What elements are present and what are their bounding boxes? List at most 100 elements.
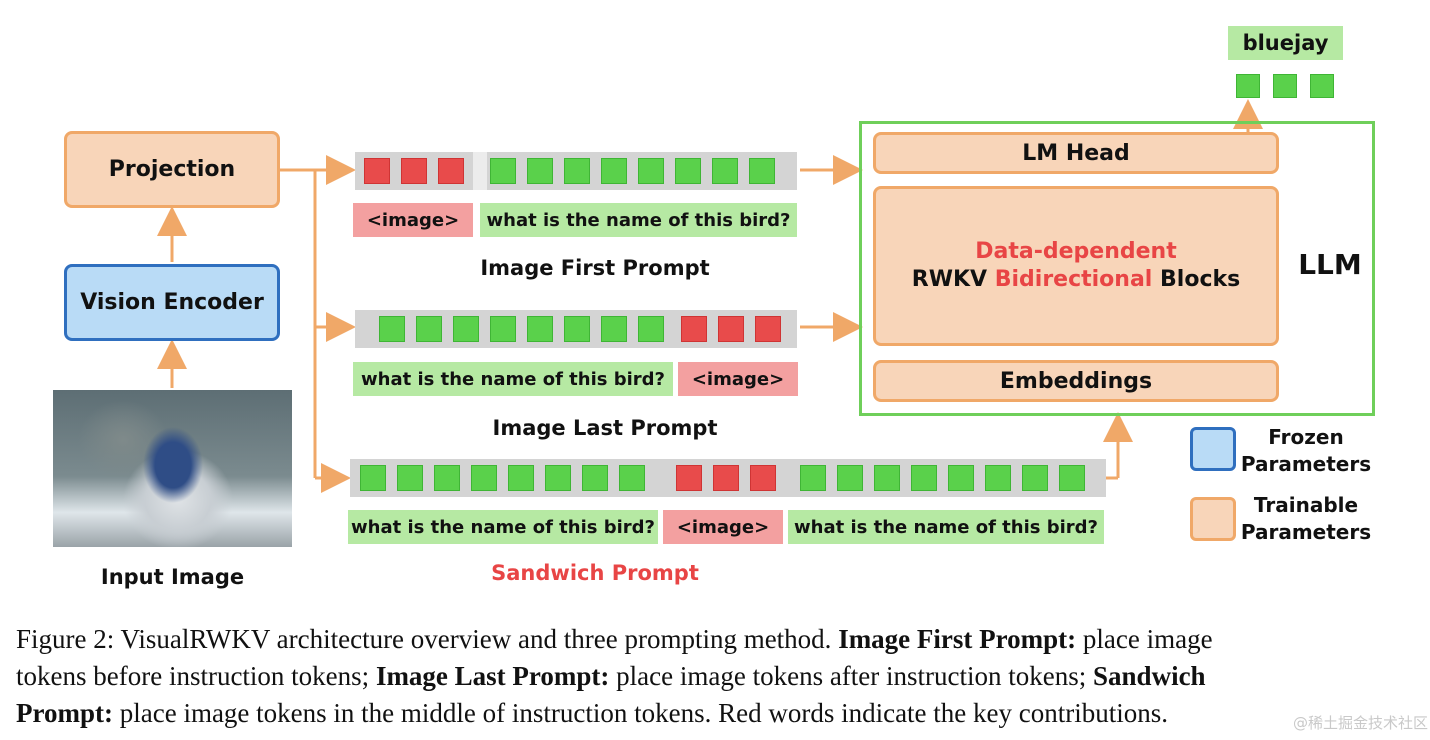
text-token: [545, 465, 571, 491]
blocks-word: Blocks: [1160, 267, 1241, 292]
output-token: [1236, 74, 1260, 98]
image-token: [681, 316, 707, 342]
data-dependent-label: Data-dependent: [975, 239, 1177, 264]
image-first-image-label: <image>: [353, 203, 473, 237]
text-token: [527, 316, 553, 342]
text-token: [800, 465, 826, 491]
image-first-instruction-label: what is the name of this bird?: [480, 203, 797, 237]
image-token: [364, 158, 390, 184]
image-first-prompt-title: Image First Prompt: [480, 256, 710, 280]
trainable-legend-line2: Parameters: [1240, 520, 1372, 544]
caption-line-1: Figure 2: VisualRWKV architecture overvi…: [16, 624, 1213, 655]
image-token: [401, 158, 427, 184]
llm-label: LLM: [1298, 248, 1362, 281]
bird-photo: [53, 390, 292, 547]
rwkv-word: RWKV: [911, 267, 988, 292]
projection-box: Projection: [64, 131, 280, 208]
caption-prefix: Figure 2: VisualRWKV architecture overvi…: [16, 624, 832, 654]
text-token: [564, 316, 590, 342]
text-token: [416, 316, 442, 342]
text-token: [1022, 465, 1048, 491]
vision-encoder-box: Vision Encoder: [64, 264, 280, 341]
text-token: [601, 316, 627, 342]
token-gap: [473, 152, 487, 190]
image-token: [718, 316, 744, 342]
output-token-row: [1236, 74, 1336, 98]
sandwich-token-strip: [350, 459, 1106, 497]
image-token: [438, 158, 464, 184]
trainable-legend-line1: Trainable: [1253, 493, 1359, 517]
text-token: [675, 158, 701, 184]
text-token: [360, 465, 386, 491]
frozen-legend-swatch: [1190, 427, 1236, 471]
image-last-image-label: <image>: [678, 362, 798, 396]
caption-sandwich-term-a: Sandwich: [1093, 661, 1206, 691]
caption-image-last-term: Image Last Prompt:: [375, 661, 610, 691]
text-token: [874, 465, 900, 491]
text-token: [453, 316, 479, 342]
text-token: [638, 316, 664, 342]
text-token: [527, 158, 553, 184]
text-token: [1059, 465, 1085, 491]
caption-image-first-desc: place image: [1082, 624, 1213, 654]
caption-line-2: tokens before instruction tokens; Image …: [16, 661, 1206, 692]
text-token: [985, 465, 1011, 491]
text-token: [837, 465, 863, 491]
sandwich-prompt-title: Sandwich Prompt: [491, 561, 699, 585]
text-token: [434, 465, 460, 491]
lm-head-box: LM Head: [873, 132, 1279, 174]
rwkv-blocks-label: RWKV Bidirectional Blocks: [912, 266, 1240, 294]
caption-line-3: Prompt: place image tokens in the middle…: [16, 698, 1168, 729]
text-token: [379, 316, 405, 342]
caption-sandwich-desc: place image tokens in the middle of inst…: [119, 698, 1169, 728]
embeddings-box: Embeddings: [873, 360, 1279, 402]
text-token: [619, 465, 645, 491]
vision-encoder-label: Vision Encoder: [80, 290, 264, 315]
rwkv-blocks-box: Data-dependent RWKV Bidirectional Blocks: [873, 186, 1279, 346]
image-token: [750, 465, 776, 491]
frozen-legend-line2: Parameters: [1240, 452, 1372, 476]
image-first-token-strip: [355, 152, 797, 190]
text-token: [749, 158, 775, 184]
watermark: @稀土掘金技术社区: [1292, 714, 1428, 732]
trainable-legend-label: Trainable Parameters: [1240, 492, 1372, 546]
frozen-legend-label: Frozen Parameters: [1240, 424, 1372, 478]
input-image-label: Input Image: [100, 565, 245, 589]
sandwich-image-label: <image>: [663, 510, 783, 544]
image-token: [676, 465, 702, 491]
image-last-token-strip: [355, 310, 797, 348]
projection-label: Projection: [108, 157, 236, 182]
bidirectional-word: Bidirectional: [994, 267, 1153, 292]
text-token: [638, 158, 664, 184]
lm-head-label: LM Head: [1022, 140, 1130, 166]
text-token: [712, 158, 738, 184]
text-token: [490, 158, 516, 184]
frozen-legend-line1: Frozen: [1268, 425, 1344, 449]
output-word-label: bluejay: [1228, 26, 1343, 60]
text-token: [582, 465, 608, 491]
text-token: [397, 465, 423, 491]
image-last-prompt-title: Image Last Prompt: [492, 416, 718, 440]
text-token: [564, 158, 590, 184]
text-token: [471, 465, 497, 491]
image-last-instruction-label: what is the name of this bird?: [353, 362, 673, 396]
caption-sandwich-term-b: Prompt:: [16, 698, 113, 728]
output-token: [1273, 74, 1297, 98]
llm-container: [859, 121, 1375, 416]
text-token: [508, 465, 534, 491]
output-token: [1310, 74, 1334, 98]
text-token: [948, 465, 974, 491]
caption-image-first-term: Image First Prompt:: [838, 624, 1077, 654]
text-token: [601, 158, 627, 184]
text-token: [490, 316, 516, 342]
image-token: [755, 316, 781, 342]
sandwich-instruction-label-left: what is the name of this bird?: [348, 510, 658, 544]
text-token: [911, 465, 937, 491]
image-token: [713, 465, 739, 491]
caption-line2-start: tokens before instruction tokens;: [16, 661, 370, 691]
sandwich-instruction-label-right: what is the name of this bird?: [788, 510, 1104, 544]
trainable-legend-swatch: [1190, 497, 1236, 541]
embeddings-label: Embeddings: [999, 368, 1153, 394]
caption-image-last-desc: place image tokens after instruction tok…: [616, 661, 1087, 691]
